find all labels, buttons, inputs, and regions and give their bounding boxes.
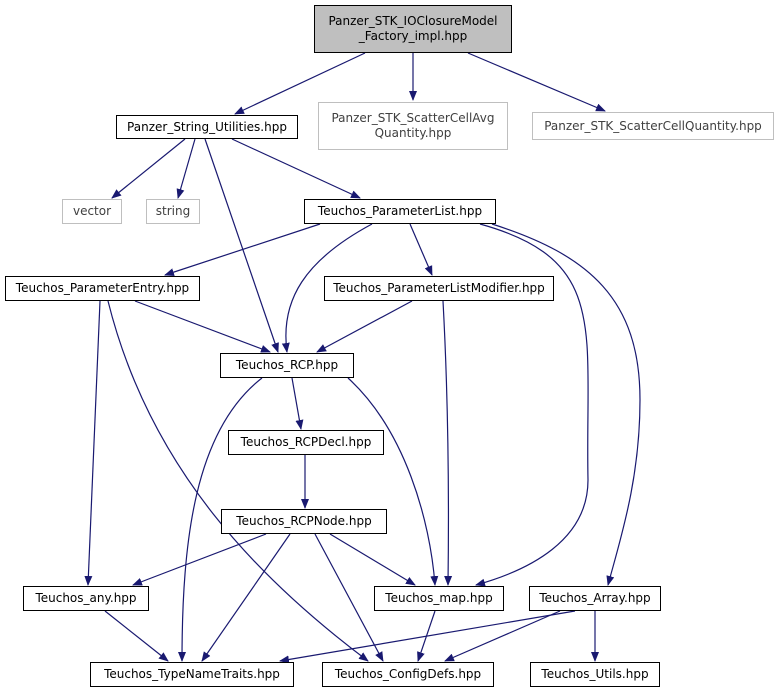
edge-strutil-to-vector <box>111 138 186 199</box>
edge-rcpnode-to-any <box>132 533 267 586</box>
node-root-line2: _Factory_impl.hpp <box>358 29 468 43</box>
edge-rcpnode-to-tnt <box>201 533 291 662</box>
node-utils[interactable]: Teuchos_Utils.hpp <box>530 662 660 687</box>
edge-plist-to-plistmod <box>409 223 433 276</box>
edge-pentry-to-any <box>84 300 101 586</box>
node-label: Panzer_String_Utilities.hpp <box>127 119 287 134</box>
node-label: Teuchos_any.hpp <box>35 591 137 605</box>
edge-plistmod-to-map <box>442 300 453 586</box>
node-string-utilities[interactable]: Panzer_String_Utilities.hpp <box>116 115 298 139</box>
node-label: Teuchos_ParameterEntry.hpp <box>15 281 190 295</box>
node-label: Teuchos_ParameterList.hpp <box>317 204 483 218</box>
node-parameter-list-modifier[interactable]: Teuchos_ParameterListModifier.hpp <box>324 276 554 301</box>
node-map[interactable]: Teuchos_map.hpp <box>374 586 504 611</box>
node-any[interactable]: Teuchos_any.hpp <box>23 586 149 611</box>
node-label: Teuchos_ConfigDefs.hpp <box>334 667 482 681</box>
node-rcp[interactable]: Teuchos_RCP.hpp <box>220 353 354 378</box>
edge-root-to-strutil <box>234 52 366 115</box>
edge-strutil-to-string <box>176 138 196 199</box>
edge-array-to-tnt <box>279 610 576 664</box>
node-scatter-cell-avg-quantity: Panzer_STK_ScatterCellAvg Quantity.hpp <box>318 102 508 150</box>
node-label: Panzer_STK_ScatterCellQuantity.hpp <box>544 118 762 133</box>
edge-rcpnode-to-cfg <box>314 533 384 662</box>
edge-plist-to-map <box>475 223 589 587</box>
node-rcp-node[interactable]: Teuchos_RCPNode.hpp <box>221 509 387 534</box>
edge-rcp-to-map <box>347 377 439 586</box>
node-root-file: Panzer_STK_IOClosureModel _Factory_impl.… <box>314 5 512 53</box>
node-string: string <box>146 199 200 224</box>
edge-pentry-to-cfg <box>107 300 369 662</box>
node-line1: Panzer_STK_ScatterCellAvg <box>331 111 495 125</box>
node-line2: Quantity.hpp <box>374 126 452 140</box>
node-label: Teuchos_RCPDecl.hpp <box>240 435 372 449</box>
node-root-line1: Panzer_STK_IOClosureModel <box>328 14 498 28</box>
edge-rcpnode-to-map <box>329 533 416 586</box>
edge-strutil-to-rcp <box>204 138 279 353</box>
edge-pentry-to-rcp <box>134 300 271 353</box>
node-type-name-traits[interactable]: Teuchos_TypeNameTraits.hpp <box>90 662 294 687</box>
node-label: Teuchos_Array.hpp <box>539 591 651 605</box>
node-parameter-entry[interactable]: Teuchos_ParameterEntry.hpp <box>5 276 200 301</box>
edge-root-to-scattq <box>467 52 606 112</box>
edge-plist-to-rcp <box>281 223 373 353</box>
edge-array-to-cfg <box>444 610 561 662</box>
node-array[interactable]: Teuchos_Array.hpp <box>529 586 661 611</box>
node-label: Teuchos_Utils.hpp <box>541 667 649 681</box>
edge-rcp-to-tnt <box>178 377 263 662</box>
node-parameter-list[interactable]: Teuchos_ParameterList.hpp <box>304 199 496 224</box>
edge-rcp-to-rcpdecl <box>291 377 304 430</box>
node-label: Teuchos_map.hpp <box>385 591 493 605</box>
edge-any-to-tnt <box>104 610 169 662</box>
node-config-defs[interactable]: Teuchos_ConfigDefs.hpp <box>322 662 494 687</box>
node-label: Teuchos_ParameterListModifier.hpp <box>333 281 545 295</box>
node-label: string <box>155 204 191 218</box>
node-label: Teuchos_RCP.hpp <box>235 358 339 372</box>
node-vector: vector <box>62 199 122 224</box>
node-label: vector <box>72 204 112 218</box>
node-scatter-cell-quantity: Panzer_STK_ScatterCellQuantity.hpp <box>532 112 774 140</box>
node-label: Teuchos_TypeNameTraits.hpp <box>104 667 280 681</box>
edge-plistmod-to-rcp <box>316 300 413 353</box>
edge-plist-to-pentry <box>164 223 321 276</box>
edge-strutil-to-plist <box>231 138 361 199</box>
node-label: Teuchos_RCPNode.hpp <box>236 514 372 528</box>
node-rcp-decl[interactable]: Teuchos_RCPDecl.hpp <box>228 430 384 455</box>
edge-plist-to-array <box>491 223 641 586</box>
